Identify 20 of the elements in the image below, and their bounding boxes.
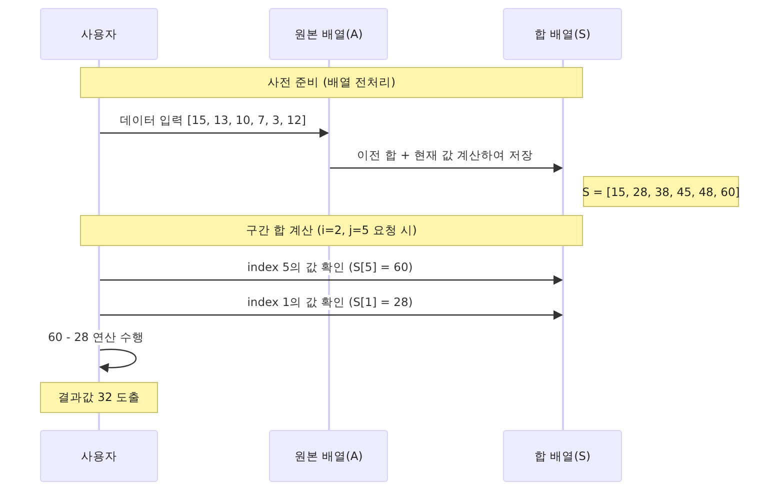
participant-box: 합 배열(S) [503,430,622,482]
note-box: 사전 준비 (배열 전처리) [80,67,583,98]
note-box: S = [15, 28, 38, 45, 48, 60] [583,176,739,207]
participant-box: 원본 배열(A) [269,8,388,60]
participant-box: 사용자 [40,8,158,60]
message-arrow [100,310,563,320]
participant-box: 합 배열(S) [503,8,622,60]
note-box: 구간 합 계산 (i=2, j=5 요청 시) [80,215,583,246]
edge-label: 데이터 입력 [15, 13, 10, 7, 3, 12] [118,113,308,128]
participant-box: 사용자 [40,430,158,482]
lifeline [98,413,100,430]
self-message-arrow [99,348,136,372]
edge-label: index 5의 값 확인 (S[5] = 60) [245,260,415,275]
message-arrow [330,163,563,173]
message-arrow [100,275,563,285]
participant-box: 원본 배열(A) [269,430,388,482]
edge-label: 이전 합 + 현재 값 계산하여 저장 [355,148,535,163]
message-arrow [100,128,329,138]
note-box: 결과값 32 도출 [40,382,158,413]
edge-label: index 1의 값 확인 (S[1] = 28) [245,295,415,310]
